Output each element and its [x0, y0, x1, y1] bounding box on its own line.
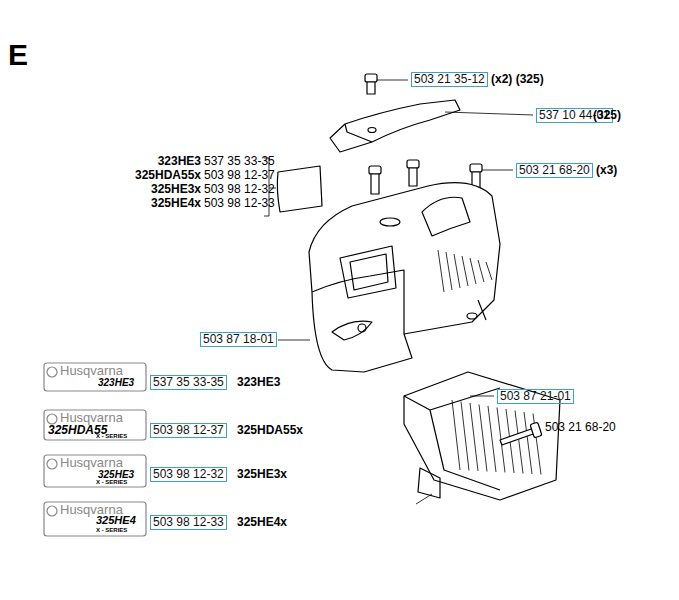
part-number: 503 87 21-01 [500, 390, 571, 403]
screw [500, 422, 542, 445]
part-number: 503 98 12-37 [204, 169, 275, 182]
part-number-box: 537 35 33-35 [150, 375, 227, 390]
part-number-box: 503 21 68-20 [516, 163, 593, 178]
section-letter: E [8, 38, 28, 71]
decal-series: X - SERIES [96, 433, 127, 440]
screw [365, 74, 408, 94]
model-name: 325HE4x [151, 197, 201, 210]
part-number: 537 35 33-35 [204, 155, 275, 168]
part-number-box: 503 87 21-01 [497, 389, 574, 404]
decals [44, 363, 146, 536]
part-number-box: 503 98 12-37 [150, 423, 227, 438]
model-name: 323HE3 [237, 376, 280, 389]
brand-logo: Husqvarna [60, 364, 123, 378]
part-number-box: 503 21 35-12 [411, 72, 488, 87]
part-number: 537 35 33-35 [153, 376, 224, 389]
decal [277, 166, 322, 212]
decal-series: X - SERIES [96, 479, 127, 486]
part-number: 503 98 12-33 [153, 516, 224, 529]
model-note: (325) [593, 109, 621, 122]
bracket [330, 100, 533, 152]
part-number: 503 21 35-12 [414, 73, 485, 86]
model-name: 325HE4x [237, 516, 287, 529]
part-number: 503 87 18-01 [203, 333, 274, 346]
model-name: 325HE3x [237, 468, 287, 481]
decal-model: 325HE4 [96, 514, 136, 526]
part-number: 503 21 68-20 [545, 421, 616, 434]
part-number: 503 98 12-32 [204, 183, 275, 196]
decal-model: 323HE3 [98, 377, 134, 388]
part-number: 503 98 12-37 [153, 424, 224, 437]
part-number-box: 503 98 12-33 [150, 515, 227, 530]
part-number-box: 503 87 18-01 [200, 332, 277, 347]
part-number: 503 98 12-33 [204, 197, 275, 210]
decal-series: X - SERIES [96, 527, 127, 534]
model-name: 325HE3x [151, 183, 201, 196]
brand-logo: Husqvarna [60, 456, 123, 470]
main-cover [278, 183, 500, 372]
part-number: 503 21 68-20 [519, 164, 590, 177]
quantity-note: (x3) [596, 164, 617, 177]
decal-model: 325HE3 [98, 469, 134, 480]
model-name: 323HE3 [158, 155, 201, 168]
part-number-box: 503 98 12-32 [150, 467, 227, 482]
quantity-note: (x2) (325) [491, 73, 544, 86]
part-number: 503 98 12-32 [153, 468, 224, 481]
model-name: 325HDA55x [135, 169, 201, 182]
model-name: 325HDA55x [237, 424, 303, 437]
